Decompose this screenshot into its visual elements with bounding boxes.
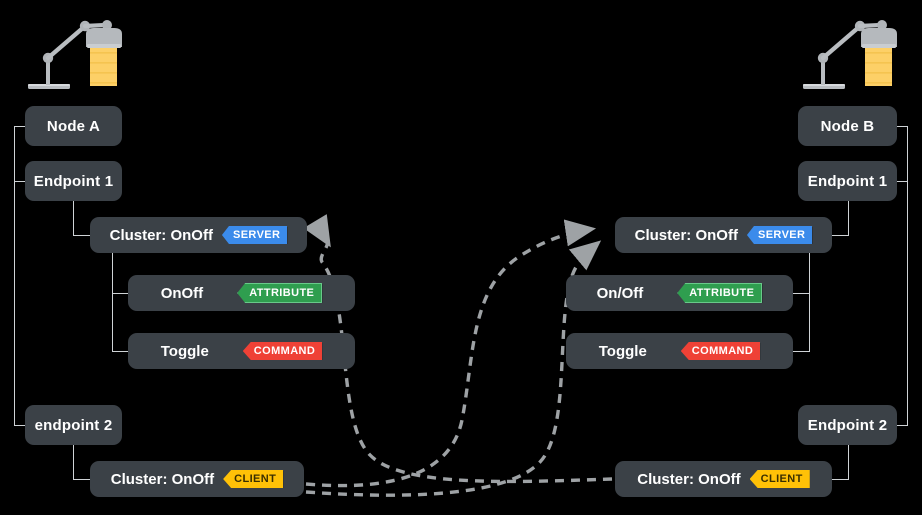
left-command-label: Toggle [160,342,209,360]
right-cluster-server-label: Cluster: OnOff [634,226,738,244]
desk-lamp-icon-right [803,20,897,89]
tree-line-left-cluster-to-command [112,351,128,353]
left-cluster-client-label: Cluster: OnOff [110,470,215,488]
left-attribute-label: OnOff [160,284,204,302]
left-cluster-onoff-server-row[interactable]: Cluster: OnOff SERVER [90,217,307,253]
right-endpoint-1-label: Endpoint 1 [807,172,888,190]
right-attribute-onoff-row[interactable]: On/Off ATTRIBUTE [566,275,793,311]
desk-lamp-icon-left [28,20,122,89]
tree-line-right-ep2-drop [848,443,850,479]
tree-line-left-cluster-spine [112,253,114,351]
tree-line-left-ep1-to-cluster [73,235,90,237]
right-endpoint-2-label: Endpoint 2 [807,416,888,434]
right-cluster-client-label: Cluster: OnOff [637,470,741,488]
right-endpoint-2-box[interactable]: Endpoint 2 [798,405,897,445]
tree-line-left-node [14,126,25,128]
tree-line-left-endpoint1 [14,181,25,183]
right-cluster-onoff-server-row[interactable]: Cluster: OnOff SERVER [615,217,832,253]
client-badge-right: CLIENT [749,470,810,488]
tree-line-right-ep1-drop [848,199,850,235]
tree-line-left-spine [14,126,16,425]
server-badge-left: SERVER [221,226,288,244]
tree-line-right-cluster-spine [809,253,811,351]
right-command-toggle-row[interactable]: Toggle COMMAND [566,333,793,369]
right-endpoint-1-box[interactable]: Endpoint 1 [798,161,897,201]
right-cluster-onoff-client-row[interactable]: Cluster: OnOff CLIENT [615,461,832,497]
tree-line-right-cluster-to-command [793,351,810,353]
left-endpoint-1-box[interactable]: Endpoint 1 [25,161,122,201]
tree-line-right-ep2-to-cluster [832,479,849,481]
tree-line-left-endpoint2 [14,425,25,427]
tree-line-right-endpoint1 [897,181,908,183]
left-cluster-server-label: Cluster: OnOff [109,226,213,244]
right-attribute-label: On/Off [596,284,644,302]
left-endpoint-2-label: endpoint 2 [34,416,113,434]
command-badge-left: COMMAND [242,342,323,360]
tree-line-left-ep2-to-cluster [73,479,90,481]
tree-line-left-ep2-drop [73,443,75,479]
tree-line-right-spine [907,126,909,425]
left-endpoint-1-label: Endpoint 1 [33,172,114,190]
right-command-label: Toggle [598,342,647,360]
tree-line-right-node [897,126,908,128]
tree-line-right-cluster-to-attribute [793,293,810,295]
client-badge-left: CLIENT [223,470,284,488]
left-cluster-onoff-client-row[interactable]: Cluster: OnOff CLIENT [90,461,304,497]
tree-line-left-cluster-to-attribute [112,293,128,295]
node-a-label: Node A [46,117,101,135]
attribute-badge-right: ATTRIBUTE [677,283,763,303]
server-badge-right: SERVER [746,226,813,244]
node-b-label: Node B [820,117,875,135]
command-badge-right: COMMAND [680,342,761,360]
tree-line-right-ep1-to-cluster [832,235,849,237]
node-b-box[interactable]: Node B [798,106,897,146]
attribute-badge-left: ATTRIBUTE [237,283,323,303]
left-attribute-onoff-row[interactable]: OnOff ATTRIBUTE [128,275,355,311]
node-a-box[interactable]: Node A [25,106,122,146]
left-command-toggle-row[interactable]: Toggle COMMAND [128,333,355,369]
tree-line-left-ep1-drop [73,199,75,235]
left-endpoint-2-box[interactable]: endpoint 2 [25,405,122,445]
tree-line-right-endpoint2 [897,425,908,427]
